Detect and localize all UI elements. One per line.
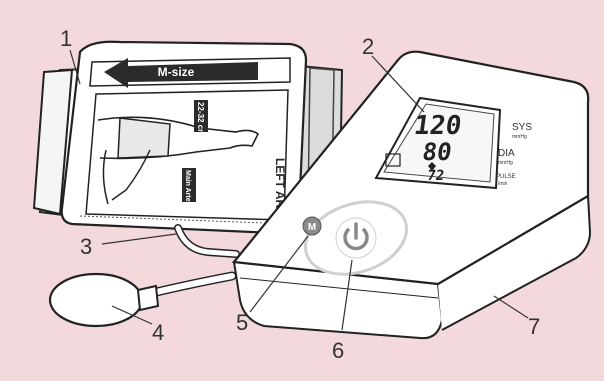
bulb-neck — [138, 286, 158, 310]
cuff-range-label: 22-32 cm — [196, 102, 205, 136]
callout-3: 3 — [80, 234, 92, 259]
callout-2: 2 — [362, 34, 374, 59]
pulse-label: PULSE — [496, 174, 516, 180]
memory-button-label: M — [308, 222, 316, 233]
systolic-value: 120 — [412, 111, 463, 141]
cuff-on-arm — [118, 118, 170, 158]
sys-unit: mmHg — [512, 134, 527, 140]
bulb-body — [50, 274, 142, 326]
range-label-group: 22-32 cm — [194, 100, 208, 136]
pulse-unit: /min — [498, 181, 508, 187]
cuff-size-label: M-size — [158, 65, 195, 79]
cuff-artery-label: Main Artery — [184, 170, 191, 208]
diastolic-value: 80 — [421, 138, 454, 166]
callout-4: 4 — [152, 320, 164, 345]
callout-6: 6 — [332, 338, 344, 363]
dia-unit: mmHg — [498, 160, 513, 166]
power-button[interactable] — [336, 218, 376, 258]
callout-7: 7 — [528, 314, 540, 339]
sys-label: SYS — [512, 122, 532, 133]
dia-label: DIA — [498, 148, 515, 159]
pulse-value: 72 — [426, 168, 445, 184]
callout-1: 1 — [60, 26, 72, 51]
callout-5: 5 — [236, 310, 248, 335]
